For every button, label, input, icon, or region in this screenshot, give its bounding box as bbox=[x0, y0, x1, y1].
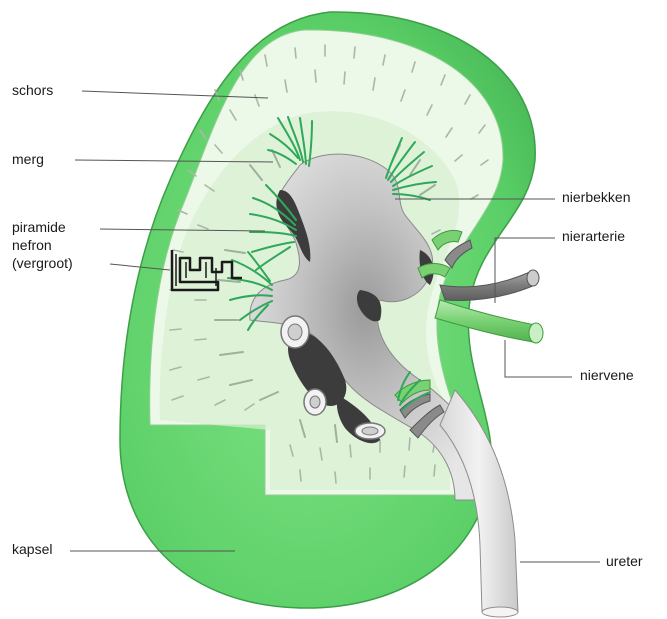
label-ureter: ureter bbox=[606, 553, 643, 570]
label-nefron-sub: (vergroot) bbox=[12, 255, 73, 272]
label-nierarterie: nierarterie bbox=[562, 228, 625, 245]
label-kapsel: kapsel bbox=[12, 541, 52, 558]
ureter-opening bbox=[482, 607, 518, 617]
label-piramide: piramide bbox=[12, 219, 66, 236]
label-schors: schors bbox=[12, 82, 53, 99]
label-niervene: niervene bbox=[580, 367, 634, 384]
label-merg: merg bbox=[12, 151, 44, 168]
label-nierbekken: nierbekken bbox=[562, 189, 631, 206]
label-nefron: nefron bbox=[12, 237, 52, 254]
